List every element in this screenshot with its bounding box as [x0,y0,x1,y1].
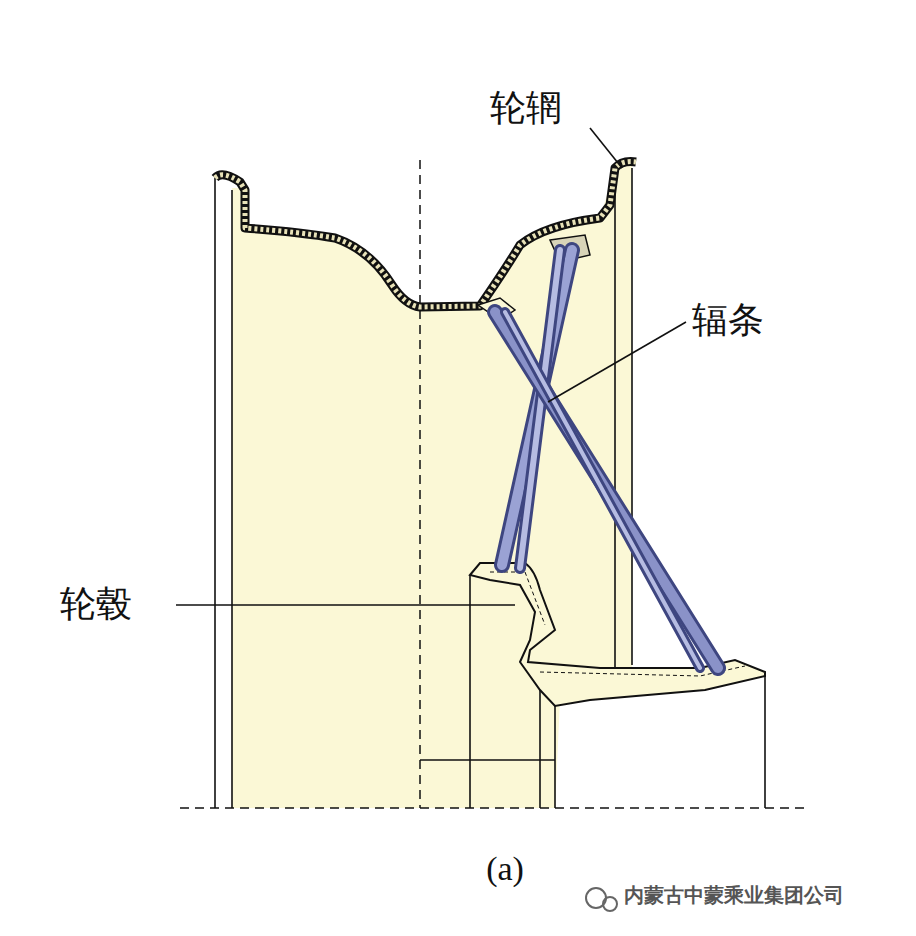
part-label: 辐条 [692,300,764,340]
part-label: 轮毂 [60,584,132,624]
part-label: 轮辋 [490,88,562,128]
watermark: 内蒙古中蒙乘业集团公司 [624,884,844,906]
caption: (a) [486,850,524,887]
